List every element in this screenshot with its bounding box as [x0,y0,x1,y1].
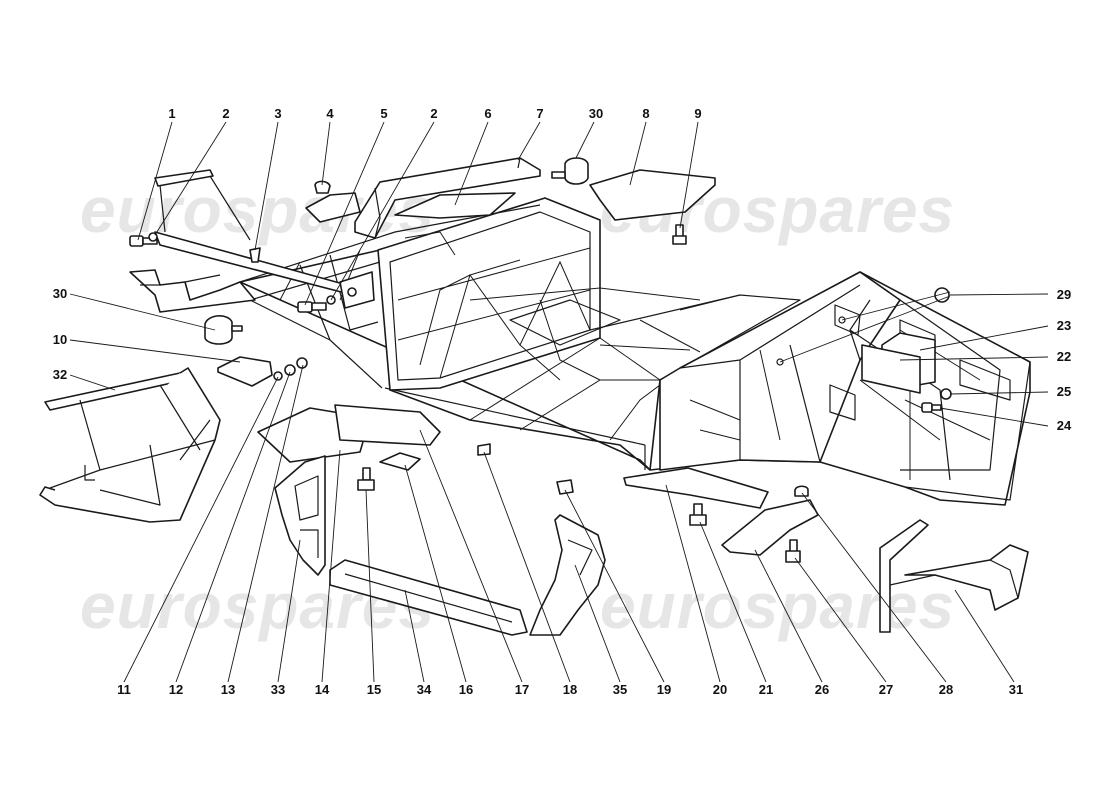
callout-21: 21 [759,682,773,697]
callout-13: 13 [221,682,235,697]
callout-16: 16 [459,682,473,697]
callout-2: 2 [430,106,437,121]
callout-7: 7 [536,106,543,121]
plate-6 [394,192,516,219]
side-shield-33 [274,455,326,576]
callout-29: 29 [1057,287,1071,302]
callout-33: 33 [271,682,285,697]
leader-lines [69,121,1049,683]
main-chassis-frame [239,197,1031,506]
rubber-mount-30-left [204,315,243,345]
callout-2: 2 [222,106,229,121]
rear-cross-tube [129,169,373,313]
callout-22: 22 [1057,349,1071,364]
bracket-10 [217,356,308,387]
callout-31: 31 [1009,682,1023,697]
callout-26: 26 [815,682,829,697]
plate-20 [623,467,769,509]
callout-25: 25 [1057,384,1071,399]
callout-30: 30 [589,106,603,121]
callout-4: 4 [326,106,334,121]
callout-27: 27 [879,682,893,697]
upper-beam-7 [305,157,541,239]
callout-11: 11 [117,682,131,697]
plate-22 [861,344,921,394]
callout-12: 12 [169,682,183,697]
washer-25 [940,388,952,400]
callout-6: 6 [484,106,491,121]
callout-24: 24 [1057,418,1072,433]
bolt-9 [672,224,687,245]
callout-1: 1 [168,106,175,121]
callout-34: 34 [417,682,432,697]
sill-34 [329,559,528,636]
cap-29 [934,287,950,303]
callout-28: 28 [939,682,953,697]
callout-23: 23 [1057,318,1071,333]
bolt-27 [785,539,801,563]
plate-26 [721,499,819,556]
front-hardware-group [861,287,952,413]
callout-18: 18 [563,682,577,697]
callout-3: 3 [274,106,281,121]
clip-4 [314,180,331,194]
callout-32: 32 [53,367,67,382]
bumper-bracket-31 [879,519,1029,633]
watermark-layer: eurospares eurospares eurospares eurospa… [80,174,955,642]
bolt-15 [357,467,375,491]
callout-10: 10 [53,332,67,347]
callout-30: 30 [53,286,67,301]
front-subframe-32 [39,367,221,523]
watermark-bottom-right: eurospares [600,570,955,642]
callout-20: 20 [713,682,727,697]
callout-17: 17 [515,682,529,697]
callout-15: 15 [367,682,381,697]
callout-8: 8 [642,106,649,121]
nut-18 [477,443,491,456]
floor-plate-16 [334,404,441,471]
rubber-mount-30-top [551,157,589,185]
callout-9: 9 [694,106,701,121]
callout-labels: 1 2 3 4 5 2 6 7 30 8 9 30 10 32 29 23 22… [53,106,1072,697]
spacer-28 [794,485,809,497]
bolt-21 [689,503,707,526]
callout-35: 35 [613,682,627,697]
bolt-24 [921,402,942,413]
callout-19: 19 [657,682,671,697]
wheel-arch-35 [529,514,606,636]
callout-14: 14 [315,682,330,697]
nut-19 [556,479,574,495]
callout-5: 5 [380,106,387,121]
